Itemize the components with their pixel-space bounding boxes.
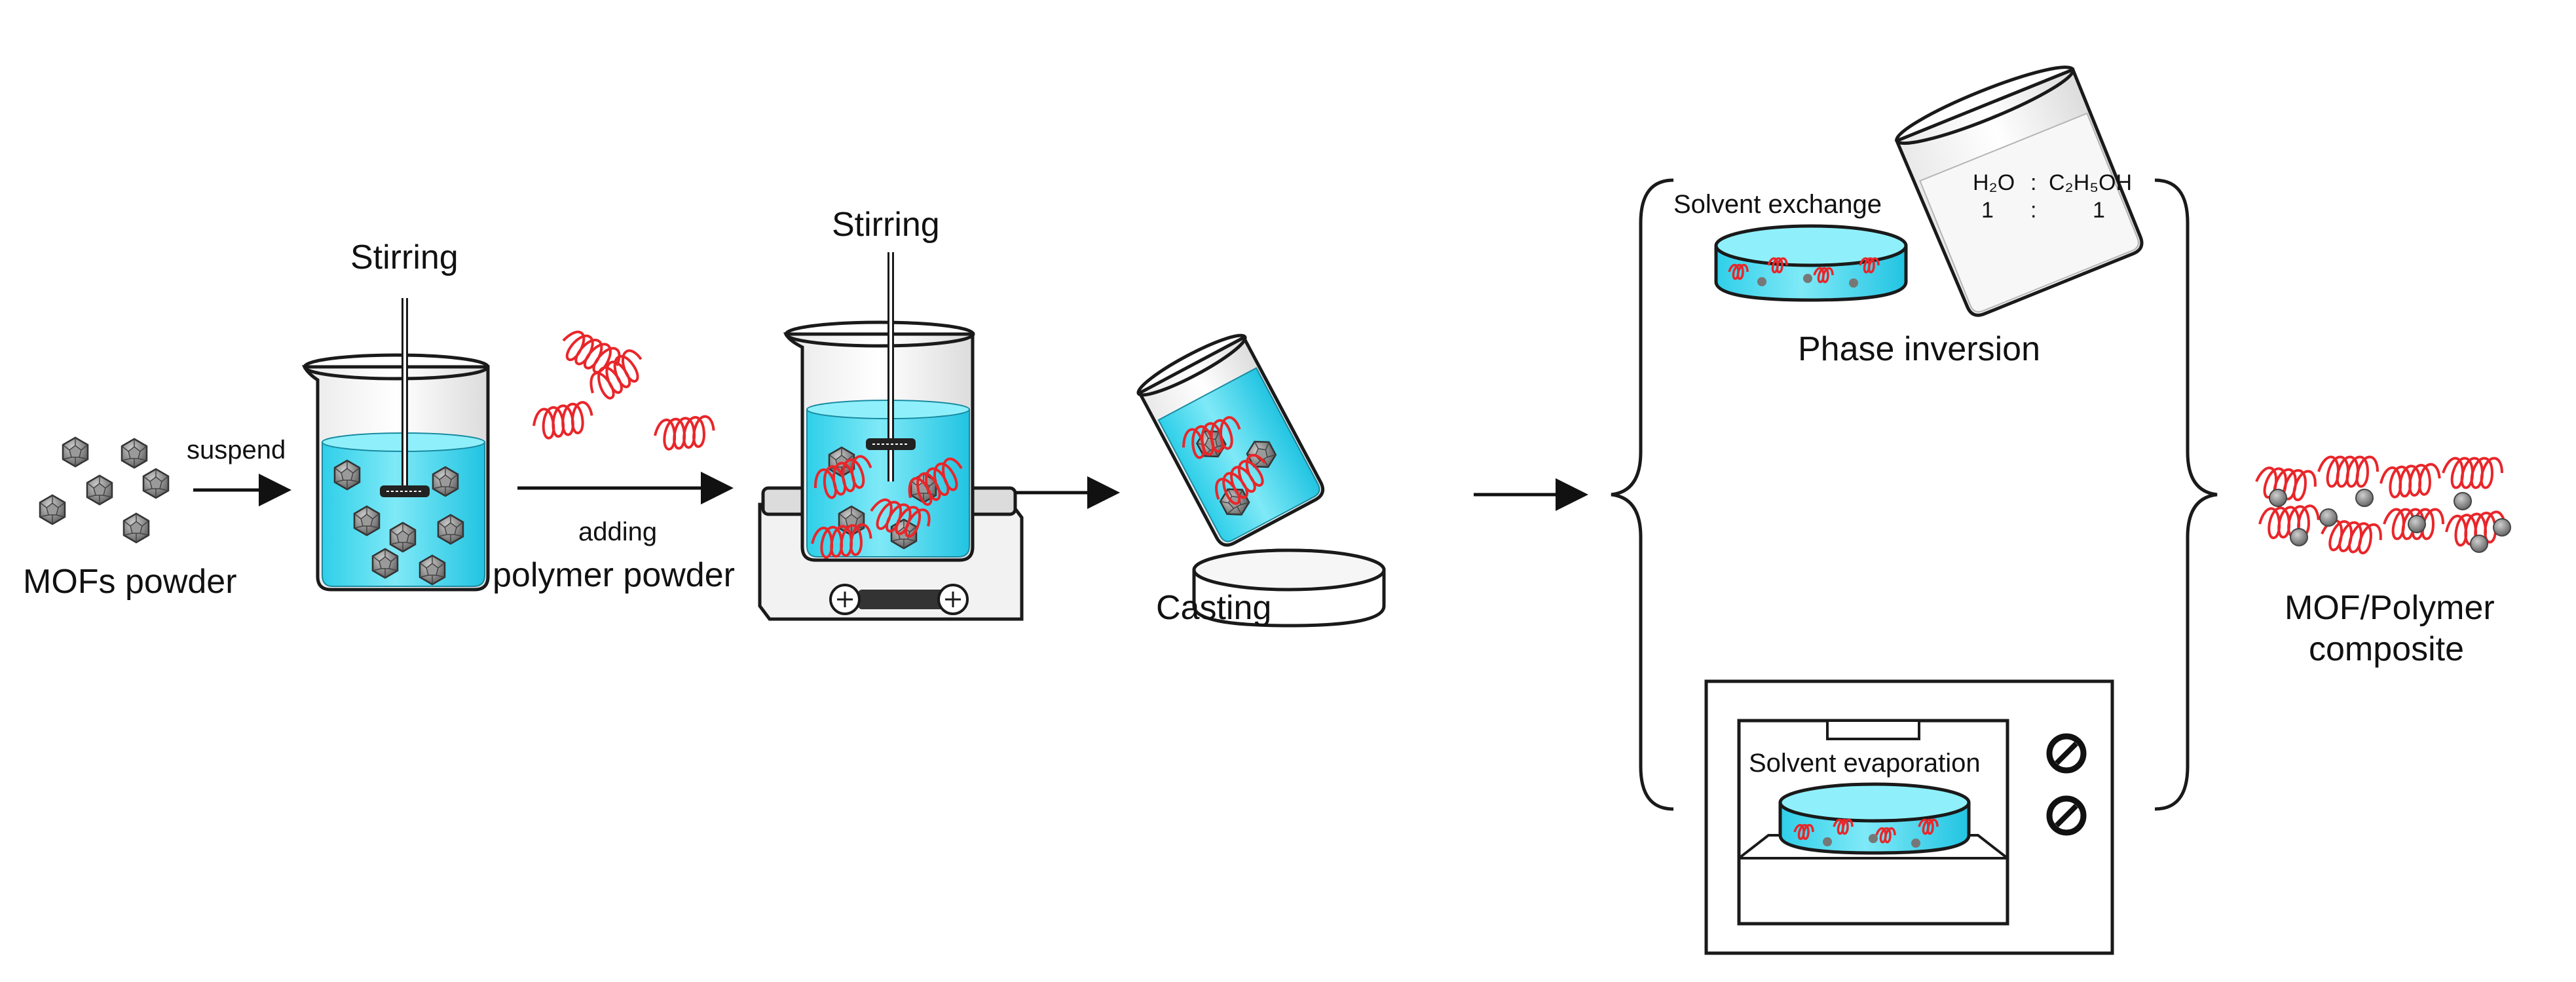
phase-inversion-label: Phase inversion <box>1798 330 2040 368</box>
oven <box>1704 679 2114 955</box>
mofs-powder-label: MOFs powder <box>23 563 237 601</box>
solvent-evaporation-label: Solvent evaporation <box>1749 749 1981 778</box>
ratio-left-formula: H₂O <box>1973 170 2015 195</box>
beaker-mof-suspension <box>301 298 490 592</box>
left-brace <box>1611 178 1674 811</box>
stirring-label-1: Stirring <box>350 238 458 276</box>
composite-label-line1: MOF/Polymer <box>2285 589 2495 627</box>
evaporation-dish <box>1778 782 1971 855</box>
solvent-beaker <box>1894 66 2144 317</box>
polymer-powder-label: polymer powder <box>493 556 735 594</box>
casting-dish <box>1192 548 1386 628</box>
solvent-exchange-label: Solvent exchange <box>1673 190 1882 219</box>
suspend-label: suspend <box>187 436 286 464</box>
mof-powder-group <box>39 436 170 544</box>
polymer-powder-coils <box>530 326 717 452</box>
right-brace <box>2154 178 2218 811</box>
ratio-left-value: 1 <box>1981 198 1994 223</box>
composite-label-line2: composite <box>2309 630 2464 668</box>
ratio-colon: : <box>2030 170 2036 195</box>
ratio-colon-2: : <box>2030 198 2036 223</box>
casting-label: Casting <box>1156 589 1271 627</box>
tilted-beaker-casting <box>1136 333 1325 547</box>
solvent-ratio: H₂O : C₂H₅OH 1 : 1 <box>1973 170 2132 223</box>
mof-polymer-composite <box>2254 455 2511 556</box>
ratio-right-value: 1 <box>2093 198 2105 223</box>
adding-label: adding <box>578 518 657 546</box>
beaker-polymer-mixture <box>783 252 975 562</box>
ratio-right-formula: C₂H₅OH <box>2049 170 2132 195</box>
stirring-label-2: Stirring <box>832 206 940 244</box>
solvent-exchange-dish <box>1714 224 1908 302</box>
